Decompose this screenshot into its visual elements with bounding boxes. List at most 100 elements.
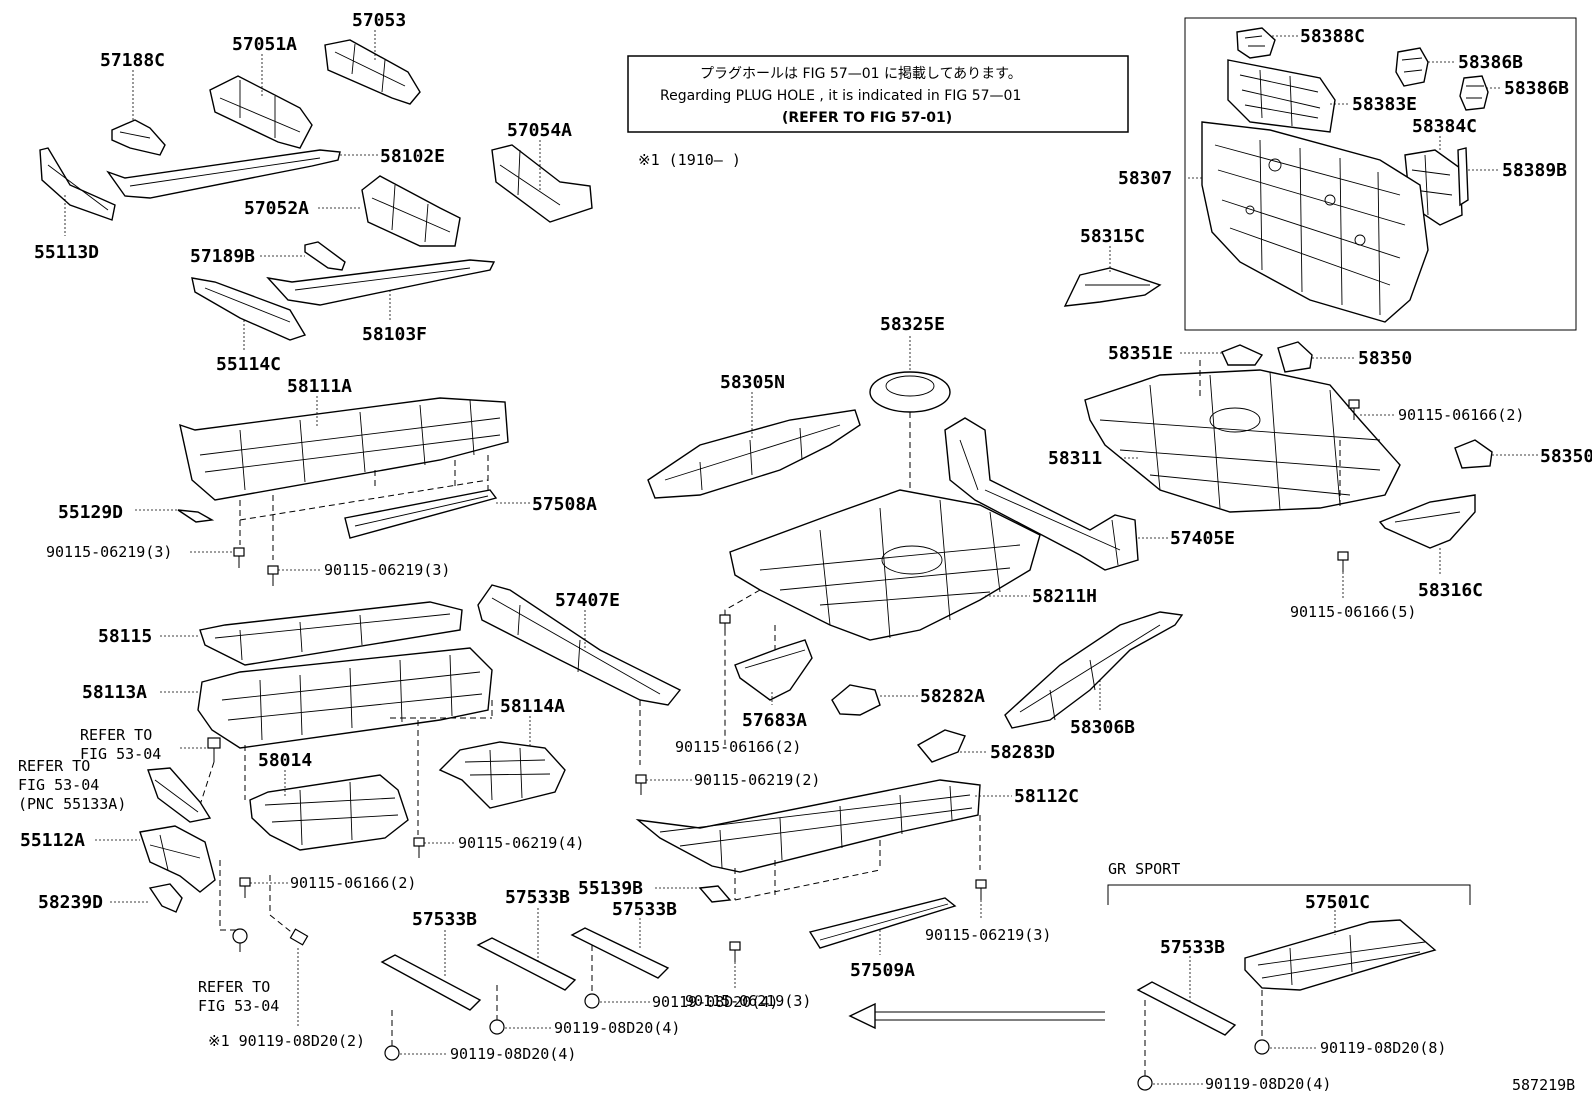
bolt-90115-06166-2-right[interactable]	[1348, 399, 1360, 420]
part-58239D[interactable]	[148, 883, 183, 913]
label-58386B-lower: 58386B	[1504, 78, 1569, 99]
label-58239D: 58239D	[38, 892, 103, 913]
part-57189B[interactable]	[304, 241, 346, 271]
label-58115: 58115	[98, 626, 152, 647]
part-57533B-1[interactable]	[380, 954, 482, 1011]
label-58211H: 58211H	[1032, 586, 1097, 607]
label-58325E: 58325E	[880, 314, 945, 335]
part-58114A[interactable]	[438, 741, 566, 809]
part-58307[interactable]	[1201, 121, 1429, 323]
part-57509A[interactable]	[808, 897, 957, 949]
part-58115[interactable]	[199, 601, 463, 666]
label-bolt-90115-06219-2: 90115-06219(2)	[694, 771, 820, 789]
part-58282A[interactable]	[831, 684, 881, 716]
part-57508A[interactable]	[344, 489, 498, 539]
label-58307: 58307	[1118, 168, 1172, 189]
part-58315C[interactable]	[1063, 267, 1162, 307]
part-58389B[interactable]	[1457, 147, 1469, 207]
bolt-90115-06219-b[interactable]	[267, 565, 279, 586]
label-58282A: 58282A	[920, 686, 985, 707]
part-57501C[interactable]	[1244, 919, 1437, 991]
part-57188C[interactable]	[111, 119, 166, 156]
part-57407E[interactable]	[477, 584, 682, 706]
label-bolt-90119-08D20-4-gr: 90119-08D20(4)	[1205, 1075, 1331, 1093]
gr-sport-arrow	[848, 1002, 1105, 1030]
part-58112C[interactable]	[635, 779, 981, 873]
part-55113D[interactable]	[39, 147, 116, 221]
label-bolt-90115-06166-2-right: 90115-06166(2)	[1398, 406, 1524, 424]
label-58383E: 58383E	[1352, 94, 1417, 115]
part-57053[interactable]	[324, 39, 421, 105]
part-55133A-ref[interactable]	[147, 767, 212, 823]
bolt-90115-06219-2[interactable]	[635, 774, 647, 795]
label-58389B: 58389B	[1502, 160, 1567, 181]
part-58351E[interactable]	[1221, 344, 1264, 366]
label-bolt-90115-06219-3-right: 90115-06219(3)	[925, 926, 1051, 944]
part-57052A[interactable]	[361, 175, 461, 247]
part-58386B-upper[interactable]	[1395, 47, 1429, 87]
bolt-90115-06219-4[interactable]	[413, 837, 425, 858]
part-58316C[interactable]	[1378, 494, 1476, 549]
label-57533B-1: 57533B	[412, 909, 477, 930]
refer-note-3-line2: FIG 53-04	[198, 997, 279, 1015]
part-55139B[interactable]	[698, 885, 732, 903]
part-58283D[interactable]	[916, 729, 966, 763]
part-58306B[interactable]	[1004, 611, 1184, 729]
part-57683A[interactable]	[734, 639, 813, 701]
bolt-90119-08D20-4-gr[interactable]	[1137, 1075, 1153, 1091]
bolt-90115-06219-3-lower[interactable]	[729, 941, 741, 962]
label-bolt-90119-08D20-4-c: 90119-08D20(4)	[450, 1045, 576, 1063]
part-58386B-lower[interactable]	[1459, 75, 1489, 111]
bolt-90119-08D20-4-b[interactable]	[489, 1019, 505, 1035]
part-57405E[interactable]	[944, 417, 1139, 571]
part-57533B-4[interactable]	[1136, 981, 1237, 1036]
note-line-english: Regarding PLUG HOLE , it is indicated in…	[660, 88, 1021, 104]
label-58388C: 58388C	[1300, 26, 1365, 47]
part-57051A[interactable]	[209, 75, 313, 149]
part-58211H[interactable]	[729, 489, 1041, 641]
part-58305N[interactable]	[647, 409, 861, 499]
label-55129D: 55129D	[58, 502, 123, 523]
part-58102E[interactable]	[106, 149, 341, 199]
bolt-90119-08D20-4-a[interactable]	[584, 993, 600, 1009]
label-55139B: 55139B	[578, 878, 643, 899]
part-57533B-3[interactable]	[570, 927, 670, 979]
bolt-90115-06166-2-left[interactable]	[239, 877, 251, 898]
bolt-refer-fig-53-04-1[interactable]	[207, 737, 221, 762]
label-58350-upper: 58350	[1358, 348, 1412, 369]
part-58388C[interactable]	[1236, 27, 1276, 59]
bolt-90115-06219-3-right[interactable]	[975, 879, 987, 900]
label-bolt-90115-06166-2-center: 90115-06166(2)	[675, 738, 801, 756]
label-58111A: 58111A	[287, 376, 352, 397]
bolt-90115-06166-2-center[interactable]	[719, 614, 731, 635]
part-58350-lower[interactable]	[1454, 439, 1493, 469]
part-57533B-2[interactable]	[476, 937, 577, 991]
refer-note-1-line1: REFER TO	[80, 726, 152, 744]
label-58014: 58014	[258, 750, 312, 771]
part-55129D[interactable]	[177, 509, 215, 523]
part-58350-upper[interactable]	[1277, 341, 1313, 373]
label-bolt-90115-06219-b: 90115-06219(3)	[324, 561, 450, 579]
bolt-refer-fig-53-04-3[interactable]	[289, 928, 309, 946]
part-58383E[interactable]	[1227, 59, 1336, 133]
nut-refer-fig-53-04[interactable]	[232, 928, 248, 952]
bolt-90115-06166-5[interactable]	[1337, 551, 1349, 572]
label-bolt-90115-06166-5: 90115-06166(5)	[1290, 603, 1416, 621]
gr-sport-label: GR SPORT	[1108, 860, 1180, 878]
label-bolt-90115-06219-a: 90115-06219(3)	[46, 543, 172, 561]
part-55114C[interactable]	[191, 277, 307, 341]
bolt-90115-06219-a[interactable]	[233, 547, 245, 568]
part-58311[interactable]	[1084, 369, 1401, 513]
part-58103F[interactable]	[266, 259, 496, 306]
label-bolt-90119-08D20-8: 90119-08D20(8)	[1320, 1039, 1446, 1057]
label-bolt-90119-08D20-4-a: 90119-08D20(4)	[652, 993, 778, 1011]
part-58111A[interactable]	[179, 397, 509, 501]
part-58325E[interactable]	[869, 371, 951, 413]
label-58350-lower: 58350	[1540, 446, 1592, 467]
note-line-refer: (REFER TO FIG 57-01)	[782, 110, 952, 126]
part-57054A[interactable]	[491, 144, 593, 223]
part-55112A[interactable]	[139, 825, 216, 893]
part-58014[interactable]	[249, 774, 409, 851]
bolt-90119-08D20-8[interactable]	[1254, 1039, 1270, 1055]
bolt-90119-08D20-4-c[interactable]	[384, 1045, 400, 1061]
